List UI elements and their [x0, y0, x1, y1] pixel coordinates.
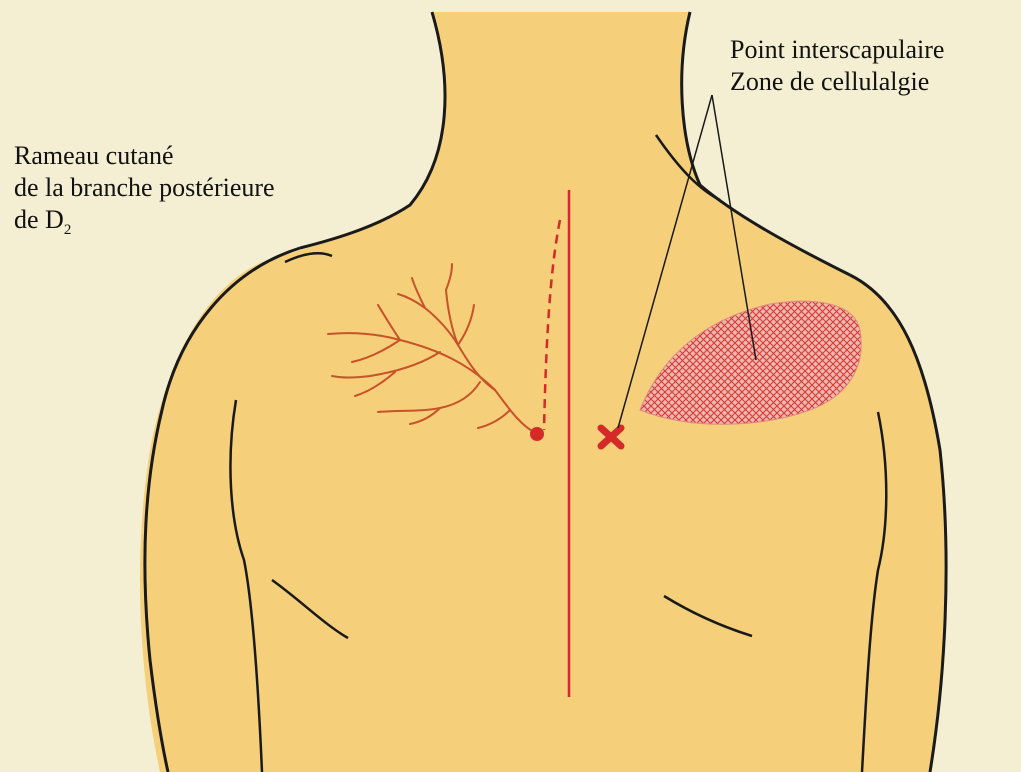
- nerve-origin-dot: [530, 427, 544, 441]
- right-labels: Point interscapulaire Zone de cellulalgi…: [730, 34, 944, 98]
- point-interscapulaire-label: Point interscapulaire: [730, 34, 944, 66]
- nerve-label-subscript: 2: [64, 222, 72, 238]
- zone-cellulalgie-label: Zone de cellulalgie: [730, 66, 944, 98]
- nerve-label-line2: de la branche postérieure: [14, 172, 275, 204]
- nerve-label-line3-prefix: de D: [14, 205, 64, 234]
- nerve-label-line3: de D2: [14, 204, 275, 246]
- nerve-branch-label: Rameau cutané de la branche postérieure …: [14, 140, 275, 246]
- nerve-label-line1: Rameau cutané: [14, 140, 275, 172]
